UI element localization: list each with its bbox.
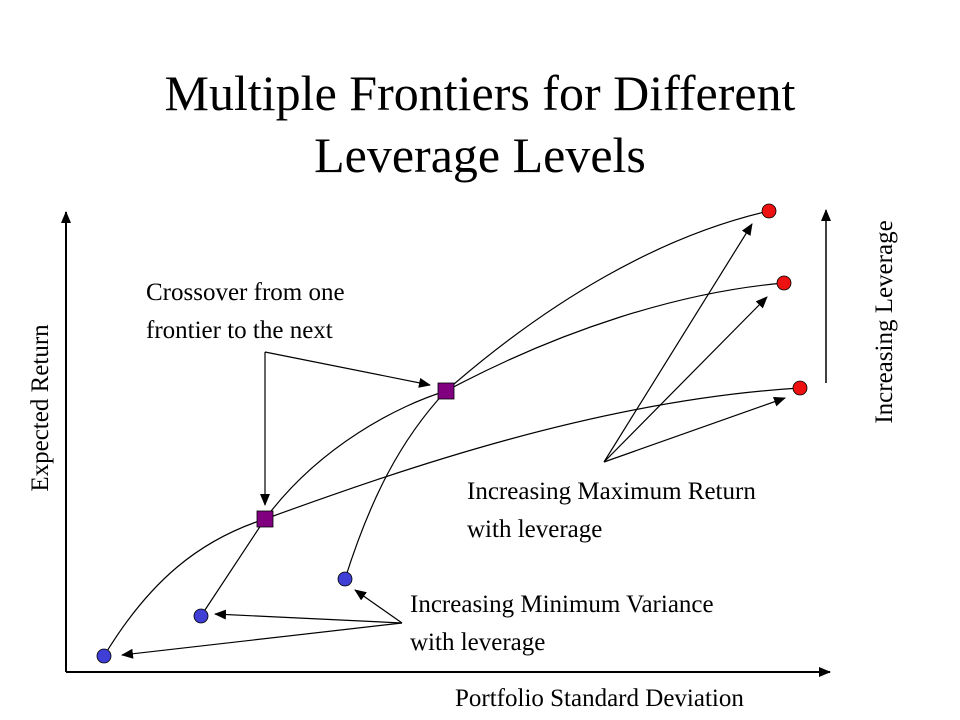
crossover-label-line-1: Crossover from one <box>146 279 345 306</box>
min-variance-arrow-high <box>354 589 403 624</box>
max-return-arrow-low <box>603 396 786 463</box>
min-variance-label-line-1: Increasing Minimum Variance <box>410 591 714 618</box>
frontier-curve-high-leverage <box>344 210 770 580</box>
slide-title-line-1: Multiple Frontiers for Different <box>164 65 796 121</box>
max-return-label-line-1: Increasing Maximum Return <box>467 478 756 505</box>
x-axis-label: Portfolio Standard Deviation <box>455 685 744 712</box>
crossover-label-line-2: frontier to the next <box>146 317 333 344</box>
increasing-leverage-label: Increasing Leverage <box>871 220 898 423</box>
min-variance-point-high <box>337 571 353 587</box>
min-variance-label-line-2: with leverage <box>410 629 545 656</box>
slide-title: Multiple Frontiers for Different Leverag… <box>0 62 960 186</box>
min-variance-point-mid <box>193 608 209 624</box>
slide-title-line-2: Leverage Levels <box>314 127 646 183</box>
frontier-curve-low-leverage <box>103 387 801 657</box>
min-variance-point-low <box>96 648 112 664</box>
min-variance-arrow-mid <box>214 609 403 624</box>
crossover-arrow-to-upper <box>264 351 431 388</box>
max-return-point-low <box>792 380 808 396</box>
max-return-arrow-mid <box>603 296 768 463</box>
min-variance-arrow-low <box>121 622 403 659</box>
max-return-label-line-2: with leverage <box>467 516 602 543</box>
y-axis-label: Expected Return <box>27 324 54 492</box>
max-return-arrow-high <box>603 223 753 463</box>
max-return-point-high <box>761 203 777 219</box>
max-return-point-mid <box>776 275 792 291</box>
crossover-point-upper <box>437 382 455 400</box>
crossover-point-lower <box>256 510 274 528</box>
